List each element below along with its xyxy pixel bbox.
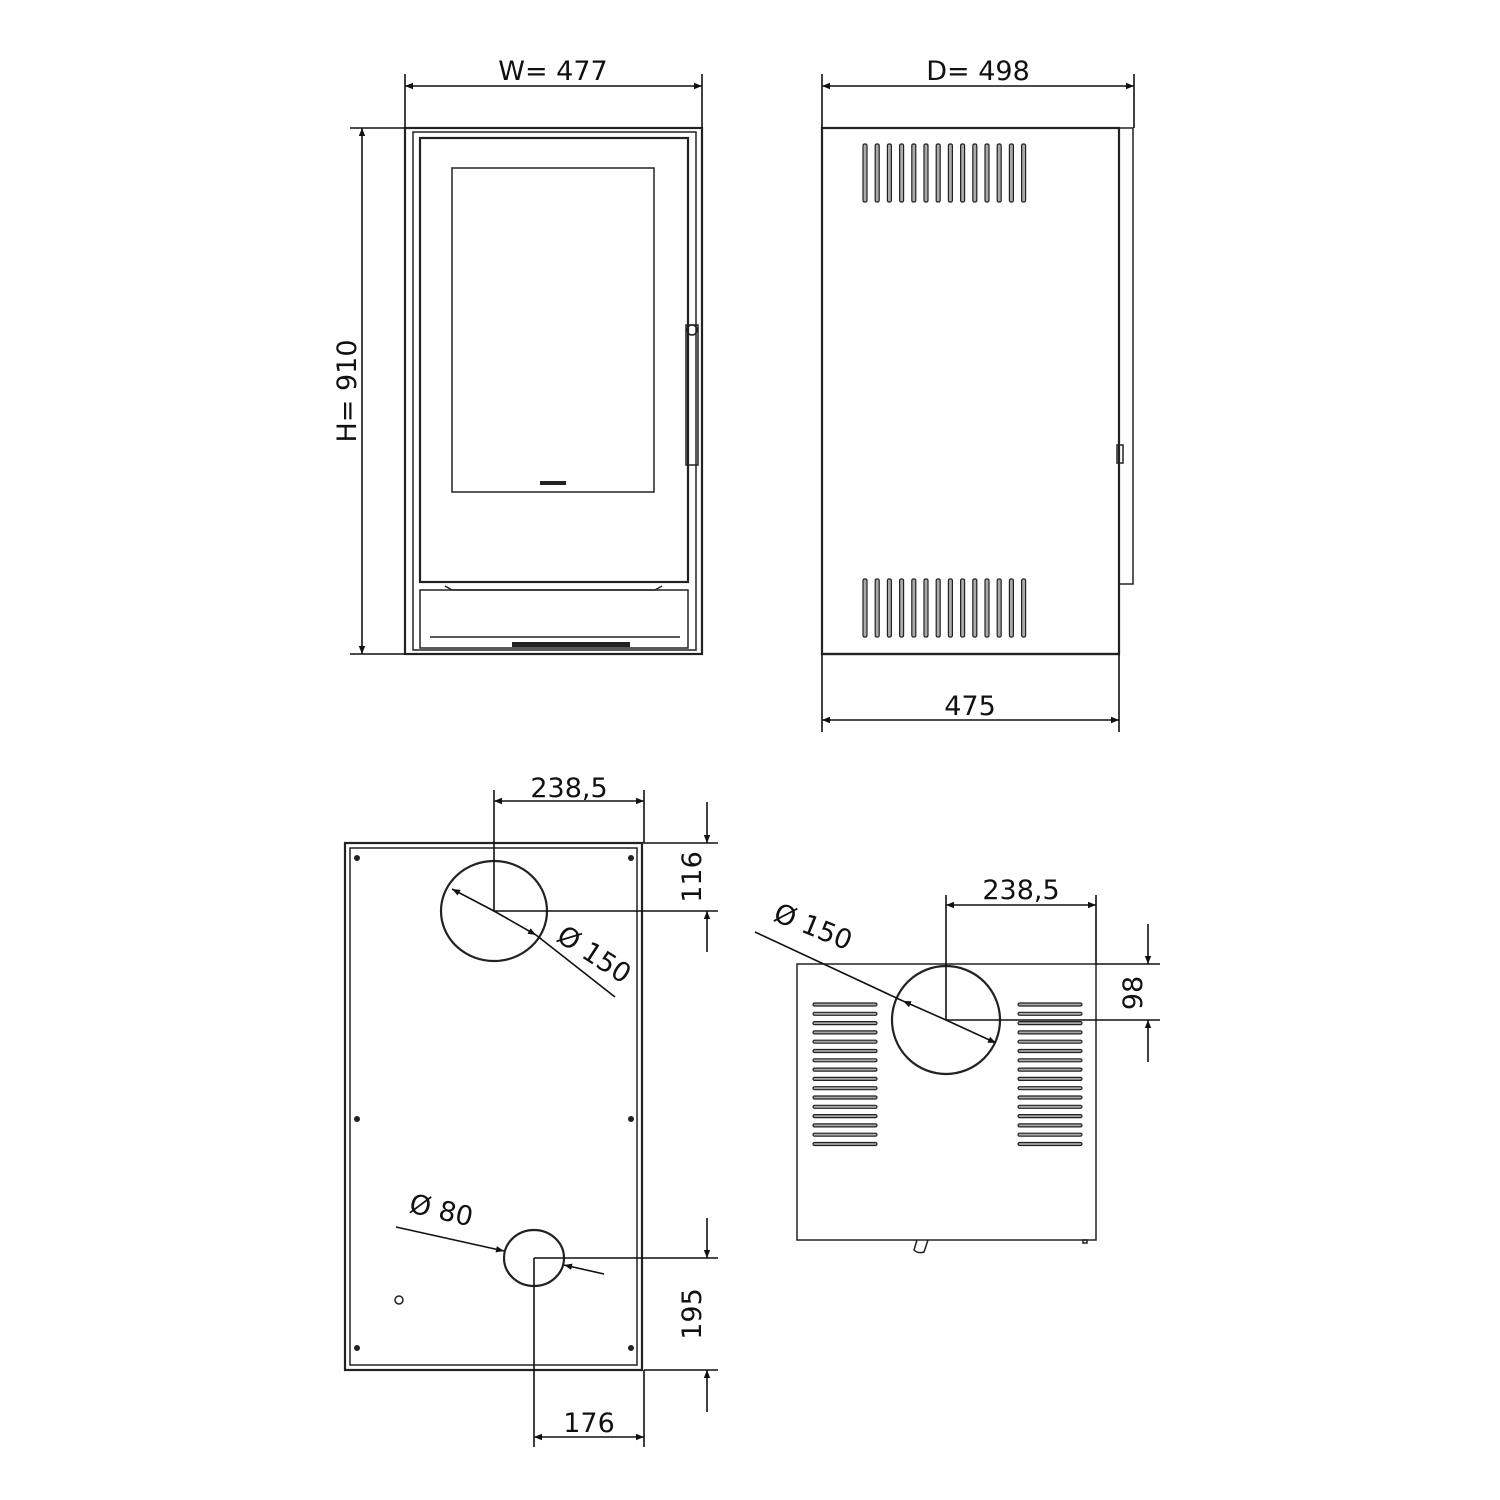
top-flue-diameter-label: Ø 150: [769, 898, 856, 957]
vent-slot: [1017, 1039, 1083, 1044]
side-vent-bottom: [862, 578, 1027, 638]
vent-slot: [911, 143, 917, 203]
vent-slot: [862, 143, 868, 203]
vent-slot: [812, 1113, 878, 1119]
rear-flue-x-label: 238,5: [530, 773, 607, 804]
front-view: [403, 126, 704, 656]
vent-slot: [812, 1058, 878, 1063]
rear-dimensions: 238,5 116 Ø 150 Ø 80 195 176: [395, 773, 718, 1447]
vent-slot: [812, 1141, 878, 1147]
vent-slot: [984, 143, 990, 203]
vent-slot: [812, 1048, 878, 1054]
vent-slot: [1008, 143, 1015, 203]
vent-slot: [935, 578, 941, 638]
vent-slot: [812, 1011, 878, 1016]
side-vent-top: [862, 143, 1027, 203]
vent-slot: [812, 1104, 878, 1109]
vent-slot: [812, 1095, 878, 1100]
vent-slot: [1017, 1030, 1083, 1035]
rear-flue-y-label: 116: [677, 851, 708, 903]
top-vent-right: [1017, 1002, 1083, 1147]
vent-slot: [1017, 1132, 1083, 1137]
vent-slot: [886, 578, 893, 638]
vent-slot: [996, 143, 1002, 203]
vent-slot: [812, 1067, 878, 1072]
top-flue-x-label: 238,5: [982, 875, 1059, 906]
vent-slot: [1017, 1002, 1083, 1007]
vent-slot: [812, 1123, 878, 1128]
vent-slot: [1020, 143, 1027, 203]
vent-slot: [1017, 1067, 1083, 1072]
vent-slot: [898, 578, 905, 638]
rear-view: [343, 841, 644, 1372]
vent-slot: [1017, 1076, 1083, 1082]
rear-air-diameter-label: Ø 80: [406, 1189, 476, 1234]
vent-slot: [1020, 578, 1027, 638]
vent-slot: [923, 578, 929, 638]
vent-slot: [874, 578, 880, 638]
vent-slot: [874, 143, 880, 203]
vent-slot: [959, 578, 966, 638]
vent-slot: [898, 143, 905, 203]
width-dimension: W= 477: [404, 56, 703, 128]
vent-slot: [1017, 1048, 1083, 1054]
vent-slot: [1017, 1123, 1083, 1128]
vent-slot: [984, 578, 990, 638]
vent-slot: [1017, 1086, 1083, 1091]
vent-slot: [812, 1020, 878, 1026]
top-flue-y-label: 98: [1118, 976, 1149, 1010]
vent-slot: [812, 1030, 878, 1035]
vent-slot: [812, 1086, 878, 1091]
depth-dimension: D= 498: [821, 56, 1135, 128]
vent-slot: [886, 143, 893, 203]
rear-air-y-label: 195: [677, 1288, 708, 1340]
vent-slot: [959, 143, 966, 203]
brand-logo: [540, 481, 566, 485]
vent-slot: [812, 1132, 878, 1137]
width-label: W= 477: [498, 56, 607, 87]
vent-slot: [923, 143, 929, 203]
side-view: [820, 126, 1134, 656]
vent-slot: [1017, 1141, 1083, 1147]
glass-window: [451, 167, 655, 493]
height-dimension: H= 910: [332, 127, 405, 655]
vent-slot: [1017, 1058, 1083, 1063]
vent-slot: [1017, 1113, 1083, 1119]
vent-slot: [1017, 1020, 1083, 1026]
vent-slot: [812, 1039, 878, 1044]
vent-slot: [996, 578, 1002, 638]
base-depth-dimension: 475: [821, 654, 1120, 732]
base-depth-label: 475: [944, 691, 996, 722]
vent-slot: [972, 578, 978, 638]
vent-slot: [911, 578, 917, 638]
vent-slot: [947, 578, 954, 638]
vent-slot: [1008, 578, 1015, 638]
height-label: H= 910: [332, 339, 363, 442]
depth-label: D= 498: [926, 56, 1030, 87]
vent-slot: [812, 1002, 878, 1007]
top-vent-left: [812, 1002, 878, 1147]
vent-slot: [862, 578, 868, 638]
vent-slot: [1017, 1104, 1083, 1109]
vent-slot: [947, 143, 954, 203]
vent-slot: [972, 143, 978, 203]
vent-slot: [935, 143, 941, 203]
rear-air-x-label: 176: [563, 1408, 615, 1439]
vent-slot: [1017, 1011, 1083, 1016]
vent-slot: [1017, 1095, 1083, 1100]
vent-slot: [812, 1076, 878, 1082]
